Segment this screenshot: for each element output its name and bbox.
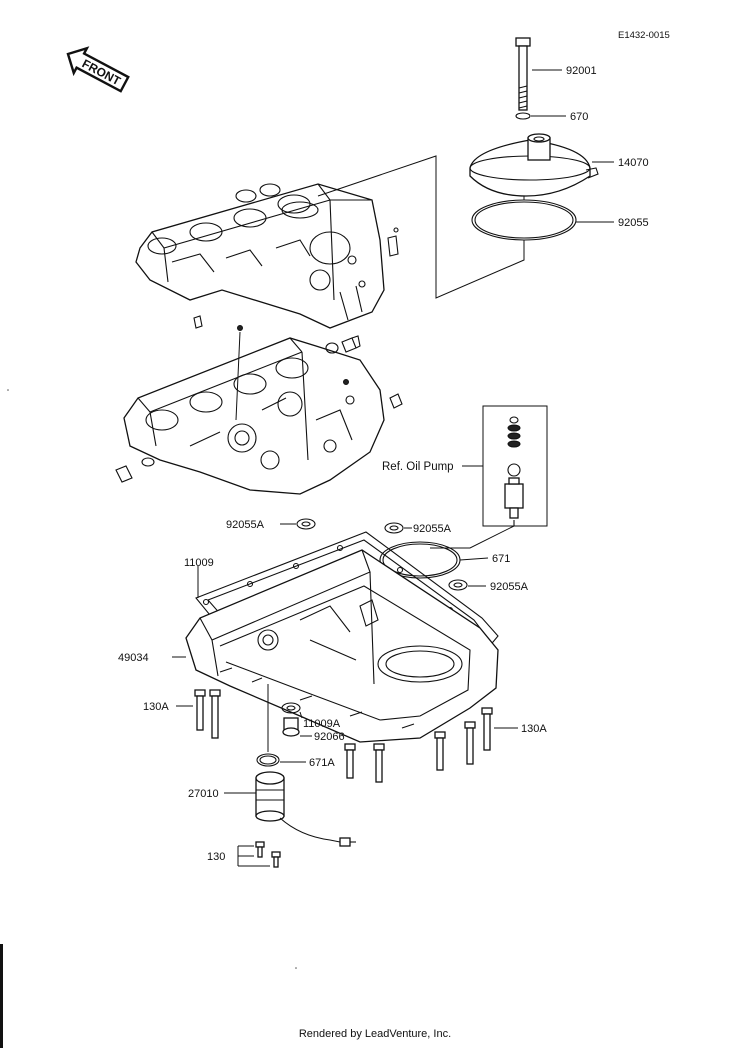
plug-right: [389, 393, 403, 409]
label-130: 130: [207, 851, 225, 863]
o-ring-92055-inner: [474, 201, 574, 239]
bolt-92001: [515, 37, 531, 111]
label-671: 671: [492, 553, 510, 565]
label-11009: 11009: [184, 557, 214, 569]
o-ring-small: [325, 342, 339, 354]
label-92055A-center: 92055A: [413, 523, 452, 535]
dowel-pin-2: [343, 379, 349, 385]
edge-crop-mark: [0, 944, 3, 1048]
label-11009A: 11009A: [303, 718, 341, 730]
label-670: 670: [570, 111, 588, 123]
label-130A-left: 130A: [143, 701, 169, 713]
o-ring-671A: [256, 753, 280, 767]
oil-pressure-switch-27010: [255, 771, 356, 847]
bolts-130A-right: [344, 707, 493, 783]
label-92055A-left: 92055A: [226, 519, 265, 531]
label-92001: 92001: [566, 65, 597, 77]
plug-92066: [282, 717, 300, 737]
oil-pump-ref-box: [482, 405, 548, 527]
diagram-code: E1432-0015: [618, 30, 670, 41]
plug-small: [341, 335, 361, 353]
drain-plug: [115, 465, 133, 483]
leader-dowel: [235, 331, 241, 421]
footer-credit: Rendered by LeadVenture, Inc.: [298, 1028, 452, 1040]
front-arrow-icon: FRONT: [66, 46, 130, 93]
upper-crankcase: [135, 183, 399, 329]
leader-130-bracket: [237, 845, 270, 867]
label-27010: 27010: [188, 788, 219, 800]
dowel-pin: [237, 325, 243, 331]
o-ring-92055: [471, 199, 577, 241]
washer-92055A-center: [384, 522, 404, 534]
washer-670: [515, 112, 531, 120]
label-92055A-right: 92055A: [490, 581, 529, 593]
oil-pan-49034: [185, 549, 499, 743]
washer-92055A-right: [448, 579, 468, 591]
gasket-11009A: [281, 702, 301, 714]
label-671A: 671A: [309, 757, 335, 769]
leader-cover-bracket: [317, 155, 525, 299]
screws-130: [255, 841, 281, 868]
label-130A-right: 130A: [521, 723, 547, 735]
ref-oil-pump-label: Ref. Oil Pump: [382, 461, 454, 473]
bolts-130A-left: [194, 689, 221, 739]
label-49034: 49034: [118, 652, 149, 664]
label-92055: 92055: [618, 217, 649, 229]
washer-92055A-left: [296, 518, 316, 530]
lower-crankcase: [123, 337, 385, 495]
label-14070: 14070: [618, 157, 649, 169]
oil-filter-cover-14070: [469, 133, 599, 197]
drain-washer: [141, 457, 155, 467]
label-92066: 92066: [314, 731, 345, 743]
